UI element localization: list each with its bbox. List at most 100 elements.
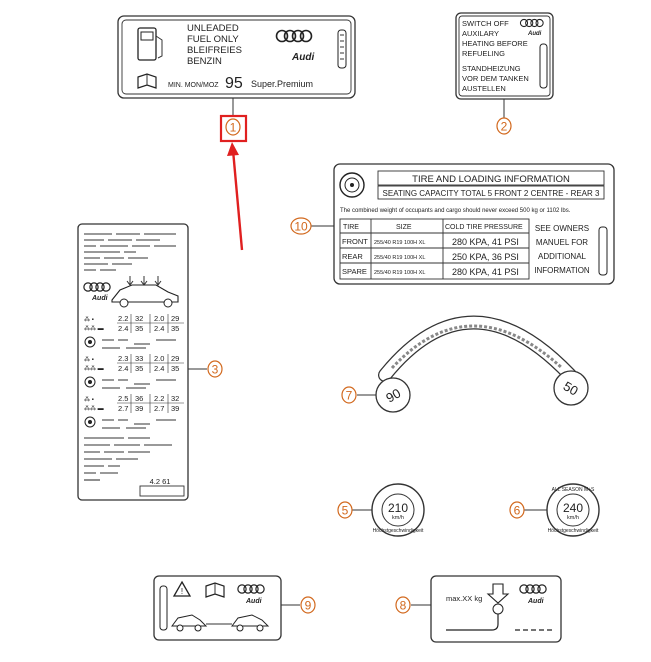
highlight-box [219,114,248,143]
svg-text:7: 7 [346,389,353,403]
book-icon [137,73,157,89]
all-season-text: ALL SEASON M+S [552,487,595,493]
aux-line-4: REFUELING [462,49,505,58]
speed-unit: km/h [392,515,404,521]
pressure-value: 35 [135,364,143,373]
pressure-value: 2.7 [154,404,164,413]
pressure-value: 2.3 [118,354,128,363]
svg-text:6: 6 [514,504,521,518]
owners-line-2: MANUEL FOR [536,238,588,247]
owners-line-1: SEE OWNERS [535,224,589,233]
speed-label-6: ALL SEASON M+S 240 km/h Höchstgeschwindi… [546,483,600,537]
svg-text:2: 2 [501,120,508,134]
warning-label-9: ! Audi [153,575,282,641]
row-front-tire: FRONT [342,237,368,246]
pressure-value: 35 [171,324,179,333]
owners-line-3: ADDITIONAL [538,252,587,261]
svg-text:90: 90 [383,385,403,405]
pressure-group-3: ⁂ ▪ ⁂⁂ ▬ 2.5 36 2.2 32 2.7 39 2.7 39 [84,394,184,429]
aux-line-6: VOR DEM TANKEN [462,74,529,83]
max-speed-text: Höchstgeschwindigkeit [548,528,599,534]
callout-5[interactable]: 5 [337,501,353,519]
pressure-value: 2.0 [154,354,164,363]
arch-sticker-7: 90 50 [375,315,589,413]
pressure-group-1: ⁂ ▪ ⁂⁂ ▬ 2.2 32 2.0 29 2.4 35 2.4 35 [84,314,184,349]
seating-capacity: SEATING CAPACITY TOTAL 5 FRONT 2 CENTRE … [383,189,600,198]
owners-line-4: INFORMATION [534,266,590,275]
row-rear-pressure: 250 KPA, 36 PSI [452,252,519,262]
placard-code: 4.2 61 [150,477,171,486]
tire-table: TIRE SIZE COLD TIRE PRESSURE FRONT 255/4… [339,218,530,280]
aux-line-3: HEATING BEFORE [462,39,528,48]
svg-text:!: ! [181,587,183,596]
pressure-group-2: ⁂ ▪ ⁂⁂ ▬ 2.3 33 2.0 29 2.4 35 2.4 35 [84,354,184,389]
car-load-icon [111,276,179,308]
pressure-value: 2.5 [118,394,128,403]
svg-text:⁂⁂ ▬: ⁂⁂ ▬ [84,326,104,332]
svg-text:3: 3 [212,363,219,377]
svg-text:50: 50 [561,378,581,398]
red-arrow [227,142,244,251]
fuel-line-4: BENZIN [187,56,222,67]
fuel-label-1: UNLEADED FUEL ONLY BLEIFREIES BENZIN Aud… [117,15,356,99]
svg-text:1: 1 [230,121,237,135]
pressure-value: 2.7 [118,404,128,413]
row-spare-pressure: 280 KPA, 41 PSI [452,267,519,277]
row-front-size: 255/40 R19 100H XL [374,240,425,246]
svg-text:10: 10 [294,220,308,234]
speed-value-240: 240 [563,501,583,515]
speed-value-210: 210 [388,501,408,515]
audi-wordmark: Audi [245,598,263,605]
pressure-value: 35 [171,364,179,373]
audi-wordmark: Audi [91,295,109,302]
svg-text:9: 9 [305,599,312,613]
row-spare-size: 255/40 R19 100H XL [374,270,425,276]
pressure-value: 32 [171,394,179,403]
row-rear-size: 255/40 R19 100H XL [374,255,425,261]
pressure-value: 36 [135,394,143,403]
octane-value: 95 [225,75,243,92]
pressure-value: 2.4 [154,324,164,333]
tire-info-title: TIRE AND LOADING INFORMATION [412,174,570,185]
aux-line-7: AUSTELLEN [462,84,506,93]
svg-text:⁂ ▪: ⁂ ▪ [84,317,94,323]
callout-3[interactable]: 3 [207,360,223,378]
callout-6[interactable]: 6 [509,501,525,519]
pressure-value: 32 [135,314,143,323]
tire-icon [339,172,365,198]
warning-triangle-icon: ! [172,580,192,597]
max-speed-text: Höchstgeschwindigkeit [373,528,424,534]
pressure-value: 2.4 [118,324,128,333]
callout-9[interactable]: 9 [300,596,316,614]
pressure-value: 29 [171,354,179,363]
svg-text:⁂⁂ ▬: ⁂⁂ ▬ [84,366,104,372]
callout-10[interactable]: 10 [290,217,312,235]
pressure-value: 2.4 [154,364,164,373]
fuel-line-1: UNLEADED [187,23,239,34]
min-octane-label: MIN. MON/MOZ [168,82,219,89]
fuel-line-3: BLEIFREIES [187,45,242,56]
pressure-value: 2.0 [154,314,164,323]
col-tire: TIRE [343,224,359,231]
callout-2[interactable]: 2 [496,117,512,135]
tire-loading-label-10: TIRE AND LOADING INFORMATION SEATING CAP… [333,163,615,285]
towing-icon [171,614,270,632]
svg-text:⁂⁂ ▬: ⁂⁂ ▬ [84,406,104,412]
fuel-grade: Super.Premium [251,79,313,89]
pressure-value: 39 [171,404,179,413]
svg-text:8: 8 [400,599,407,613]
callout-7[interactable]: 7 [341,386,357,404]
book-icon [205,582,225,598]
col-pressure: COLD TIRE PRESSURE [445,224,523,231]
pressure-value: 35 [135,324,143,333]
callout-1[interactable]: 1 [225,118,241,136]
pressure-value: 2.2 [154,394,164,403]
aux-line-5: STANDHEIZUNG [462,64,521,73]
aux-line-2: AUXILARY [462,29,499,38]
callout-8[interactable]: 8 [395,596,411,614]
max-load-text: max.XX kg [446,594,482,603]
pressure-value: 2.2 [118,314,128,323]
audi-wordmark: Audi [291,52,314,63]
fuel-pump-icon [137,27,163,61]
